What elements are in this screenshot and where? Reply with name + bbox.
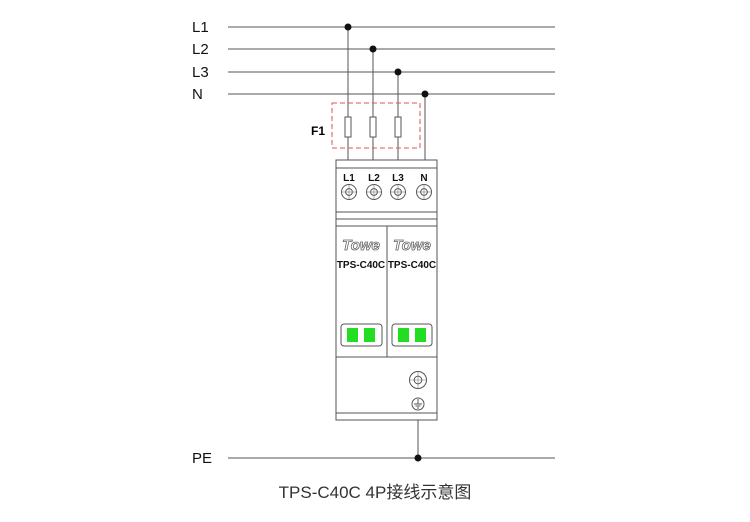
- terminal-l3: L3: [392, 173, 404, 184]
- ground-icon: [411, 397, 425, 411]
- label-l1: L1: [192, 19, 209, 36]
- fuse: [369, 116, 377, 138]
- terminal-screw-icon: [390, 184, 406, 200]
- terminal-n: N: [420, 173, 427, 184]
- terminal-screw-icon: [341, 184, 357, 200]
- spd-device: [335, 159, 438, 421]
- label-n: N: [192, 86, 203, 103]
- module-model: TPS-C40C: [337, 260, 385, 271]
- status-indicators: [347, 328, 426, 342]
- fuse: [394, 116, 402, 138]
- label-pe: PE: [192, 450, 212, 467]
- fuse-box: [331, 102, 421, 149]
- label-l2: L2: [192, 41, 209, 58]
- terminal-screw-icon: [416, 184, 432, 200]
- brand-logo: Towe: [342, 237, 380, 254]
- terminal-screw-icon: [409, 371, 427, 389]
- caption: TPS-C40C 4P接线示意图: [279, 483, 472, 502]
- terminal-screw-icon: [366, 184, 382, 200]
- fuse: [344, 116, 352, 138]
- terminal-l2: L2: [368, 173, 380, 184]
- brand-logo: Towe: [393, 237, 431, 254]
- fuse-label: F1: [311, 124, 325, 138]
- terminal-l1: L1: [343, 173, 355, 184]
- module-model: TPS-C40C: [388, 260, 436, 271]
- label-l3: L3: [192, 64, 209, 81]
